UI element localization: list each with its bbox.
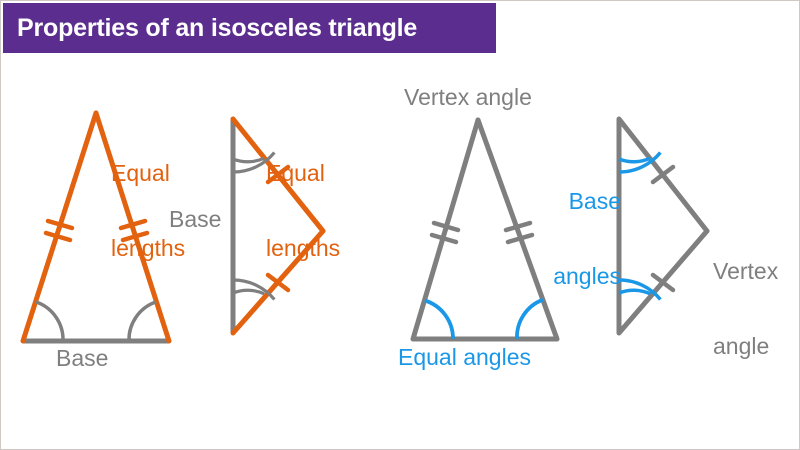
triangle-4-vertex-angle-line-2: angle xyxy=(713,333,770,359)
triangle-2-base-label: Base xyxy=(169,206,222,232)
triangle-3-vertex-angle-label: Vertex angle xyxy=(404,84,532,110)
triangle-1-right-leg xyxy=(93,110,172,344)
triangle-2-lower-tick-mark xyxy=(265,272,291,293)
triangle-1 xyxy=(20,110,172,344)
triangle-4-lower-tick-mark xyxy=(650,272,676,293)
triangle-4-upper-tick-mark xyxy=(650,164,676,185)
triangle-3-right-tick-marks xyxy=(503,220,535,245)
triangle-1-left-tick-marks xyxy=(43,218,75,243)
triangle-1-equal-lengths-line-2: lengths xyxy=(111,235,186,261)
title-bar: Properties of an isosceles triangle xyxy=(3,3,496,53)
triangle-3-base-angles-line-2: angles xyxy=(553,263,621,289)
triangle-1-left-leg xyxy=(20,110,99,344)
triangle-1-equal-lengths-label: Equal lengths xyxy=(111,111,185,311)
triangle-4 xyxy=(616,116,710,336)
triangle-2-equal-lengths-line-2: lengths xyxy=(266,235,341,261)
triangle-4-vertex-angle-line-1: Vertex xyxy=(713,258,779,284)
triangle-3-right-leg xyxy=(475,117,560,342)
triangle-2-equal-lengths-label: Equal lengths xyxy=(266,111,340,311)
triangle-1-left-angle-arc xyxy=(35,300,65,342)
triangle-4-vertex-angle-label: Vertex angle xyxy=(713,209,778,409)
triangle-1-equal-lengths-line-1: Equal xyxy=(111,160,170,186)
triangle-1-right-tick-marks xyxy=(118,218,150,243)
triangle-1-base-label: Base xyxy=(56,345,109,371)
triangle-2-upper-tick-mark xyxy=(265,164,291,185)
triangle-3-left-tick-marks xyxy=(429,220,461,245)
triangle-4-lower-angle-arcs xyxy=(618,278,662,301)
triangle-3-left-leg xyxy=(410,117,481,342)
triangle-2-lower-angle-arcs xyxy=(232,278,276,301)
triangle-3-base-angles-label: Base angles xyxy=(471,139,621,339)
triangle-2-equal-lengths-line-1: Equal xyxy=(266,160,325,186)
triangle-2-upper-angle-arcs xyxy=(232,151,276,174)
triangle-2 xyxy=(230,116,326,336)
triangle-3-base-angles-line-1: Base xyxy=(568,188,621,214)
triangle-3-equal-angles-label: Equal angles xyxy=(398,344,531,370)
page-title: Properties of an isosceles triangle xyxy=(17,13,418,42)
triangle-3 xyxy=(410,117,560,342)
triangle-1-right-angle-arc xyxy=(127,300,157,342)
triangle-4-upper-angle-arcs xyxy=(618,151,662,174)
triangle-3-right-angle-arc xyxy=(515,297,544,340)
triangle-3-left-angle-arc xyxy=(424,298,455,340)
